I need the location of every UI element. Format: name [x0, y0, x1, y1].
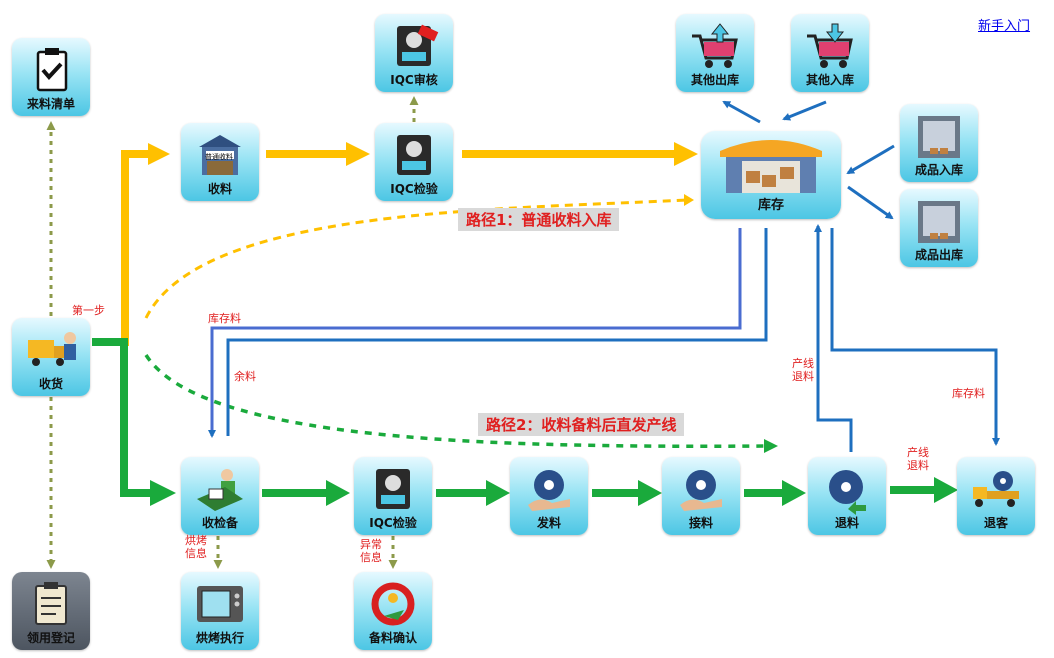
label-stock-material: 库存料	[208, 312, 241, 325]
node-incoming-list[interactable]: 来料清单	[12, 38, 90, 116]
blue-connectors	[208, 100, 1000, 452]
iqc-device-icon	[397, 24, 439, 66]
green-flow	[92, 338, 958, 506]
label-abnormal-info: 异常 信息	[360, 538, 382, 564]
warehouse-icon	[199, 135, 241, 175]
desk-worker-icon	[197, 469, 243, 511]
node-accept[interactable]: 接料	[662, 457, 740, 535]
label-iqc-check-1: IQC检验	[390, 182, 438, 196]
node-finished-out[interactable]: 成品出库	[900, 189, 978, 267]
label-incoming-list: 来料清单	[26, 97, 75, 111]
node-receive-goods[interactable]: 收货	[12, 318, 90, 396]
label-receive-prepare: 收检备	[201, 516, 238, 530]
node-other-out[interactable]: 其他出库	[676, 14, 754, 92]
node-receive-prepare[interactable]: 收检备	[181, 457, 259, 535]
label-line-return-1: 产线 退料	[792, 357, 814, 383]
cart-down-icon	[807, 23, 853, 68]
label-accept: 接料	[688, 516, 713, 530]
help-link[interactable]: 新手入门	[978, 19, 1031, 34]
path1-label: 路径1：普通收料入库	[458, 208, 620, 231]
clipboard-check-icon	[36, 48, 68, 92]
label-bake-info: 烘烤 信息	[185, 534, 207, 560]
node-return-customer[interactable]: 退客	[957, 457, 1035, 535]
shutter-warehouse-icon	[918, 116, 960, 158]
node-receiving[interactable]: 普通收料 收料	[181, 123, 259, 201]
label-return-customer: 退客	[983, 516, 1008, 530]
confirm-cycle-icon	[371, 582, 415, 626]
label-iqc-check-2: IQC检验	[369, 516, 417, 530]
cart-up-icon	[692, 23, 738, 68]
oven-icon	[197, 586, 243, 622]
reel-return-icon	[829, 470, 866, 515]
label-leftover: 余料	[234, 370, 256, 383]
truck-reel-icon	[973, 471, 1019, 507]
iqc-device-icon	[397, 135, 431, 175]
label-line-return-2: 产线 退料	[907, 446, 929, 472]
warehouse-boxes-icon	[720, 140, 822, 193]
label-warehouse: 库存	[757, 198, 784, 213]
label-first-step: 第一步	[72, 304, 105, 317]
node-finished-in[interactable]: 成品入库	[900, 104, 978, 182]
receiving-sign-text: 普通收料	[205, 153, 233, 161]
node-iqc-check-1[interactable]: IQC检验	[375, 123, 453, 201]
clipboard-list-icon	[35, 582, 67, 625]
shutter-warehouse-icon	[918, 201, 960, 243]
node-return-material[interactable]: 退料	[808, 457, 886, 535]
node-other-in[interactable]: 其他入库	[791, 14, 869, 92]
label-other-in: 其他入库	[805, 73, 854, 87]
iqc-device-icon	[376, 469, 410, 509]
label-issue: 发料	[536, 516, 561, 530]
label-prepare-confirm: 备料确认	[368, 631, 417, 645]
reel-hand-icon	[680, 470, 722, 511]
node-iqc-review[interactable]: IQC审核	[375, 14, 453, 92]
label-receive-goods: 收货	[38, 377, 63, 391]
node-iqc-check-2[interactable]: IQC检验	[354, 457, 432, 535]
node-prepare-confirm[interactable]: 备料确认	[354, 572, 432, 650]
node-issue[interactable]: 发料	[510, 457, 588, 535]
label-iqc-review: IQC审核	[390, 73, 438, 87]
label-other-out: 其他出库	[690, 73, 739, 87]
node-warehouse[interactable]: 库存	[701, 131, 841, 219]
label-finished-out: 成品出库	[914, 248, 963, 262]
node-bake-exec[interactable]: 烘烤执行	[181, 572, 259, 650]
reel-hand-icon	[528, 470, 570, 511]
path2-label: 路径2：收料备料后直发产线	[478, 413, 685, 436]
node-usage-register[interactable]: 领用登记	[12, 572, 90, 650]
label-finished-in: 成品入库	[914, 163, 963, 177]
label-bake-exec: 烘烤执行	[195, 631, 244, 645]
yellow-flow	[92, 142, 698, 346]
delivery-truck-icon	[28, 332, 76, 366]
label-stock-material-2: 库存料	[952, 387, 985, 400]
label-usage-register: 领用登记	[26, 631, 75, 645]
olive-connectors	[46, 96, 419, 569]
label-receiving: 收料	[207, 182, 232, 196]
label-return-material: 退料	[834, 516, 859, 530]
